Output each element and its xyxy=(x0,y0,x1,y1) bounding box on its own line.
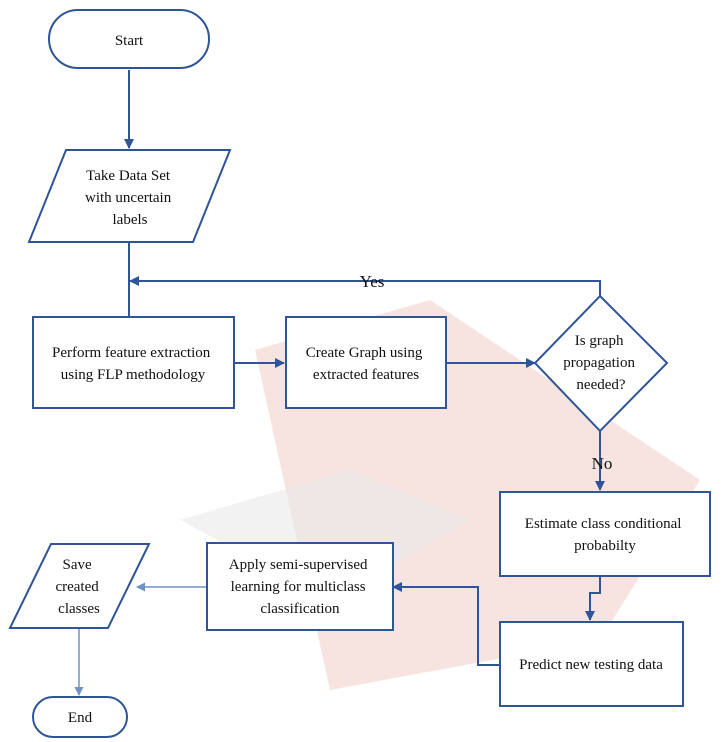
create-graph-box xyxy=(285,316,447,409)
apply-ssl-box xyxy=(206,542,394,631)
yes-label: Yes xyxy=(360,272,385,291)
arrow-yes-loop xyxy=(129,276,601,296)
apply-ssl-label: Apply semi-supervised learning for multi… xyxy=(229,557,371,617)
estimate-box xyxy=(499,491,711,577)
decision-label: Is graph propagation needed? xyxy=(563,333,638,393)
predict-box xyxy=(499,621,684,707)
create-graph-label: Create Graph using extracted features xyxy=(306,345,426,383)
take-data-parallelogram xyxy=(27,149,232,243)
arrow-predict-to-apply xyxy=(392,582,500,666)
start-terminator xyxy=(48,9,210,69)
predict-label: Predict new testing data xyxy=(519,657,663,673)
take-data-label: Take Data Set with uncertain labels xyxy=(85,168,175,228)
feature-extraction-label: Perform feature extraction using FLP met… xyxy=(52,345,214,383)
arrow-estimate-to-predict xyxy=(585,576,601,621)
feature-extraction-box xyxy=(32,316,235,409)
save-parallelogram xyxy=(8,543,151,629)
decision-diamond xyxy=(533,294,669,433)
end-terminator xyxy=(32,696,128,738)
end-label: End xyxy=(68,710,93,726)
save-label: Save created classes xyxy=(55,557,102,617)
no-label: No xyxy=(592,454,613,473)
estimate-label: Estimate class conditional probabilty xyxy=(525,516,685,554)
start-label: Start xyxy=(115,33,144,49)
